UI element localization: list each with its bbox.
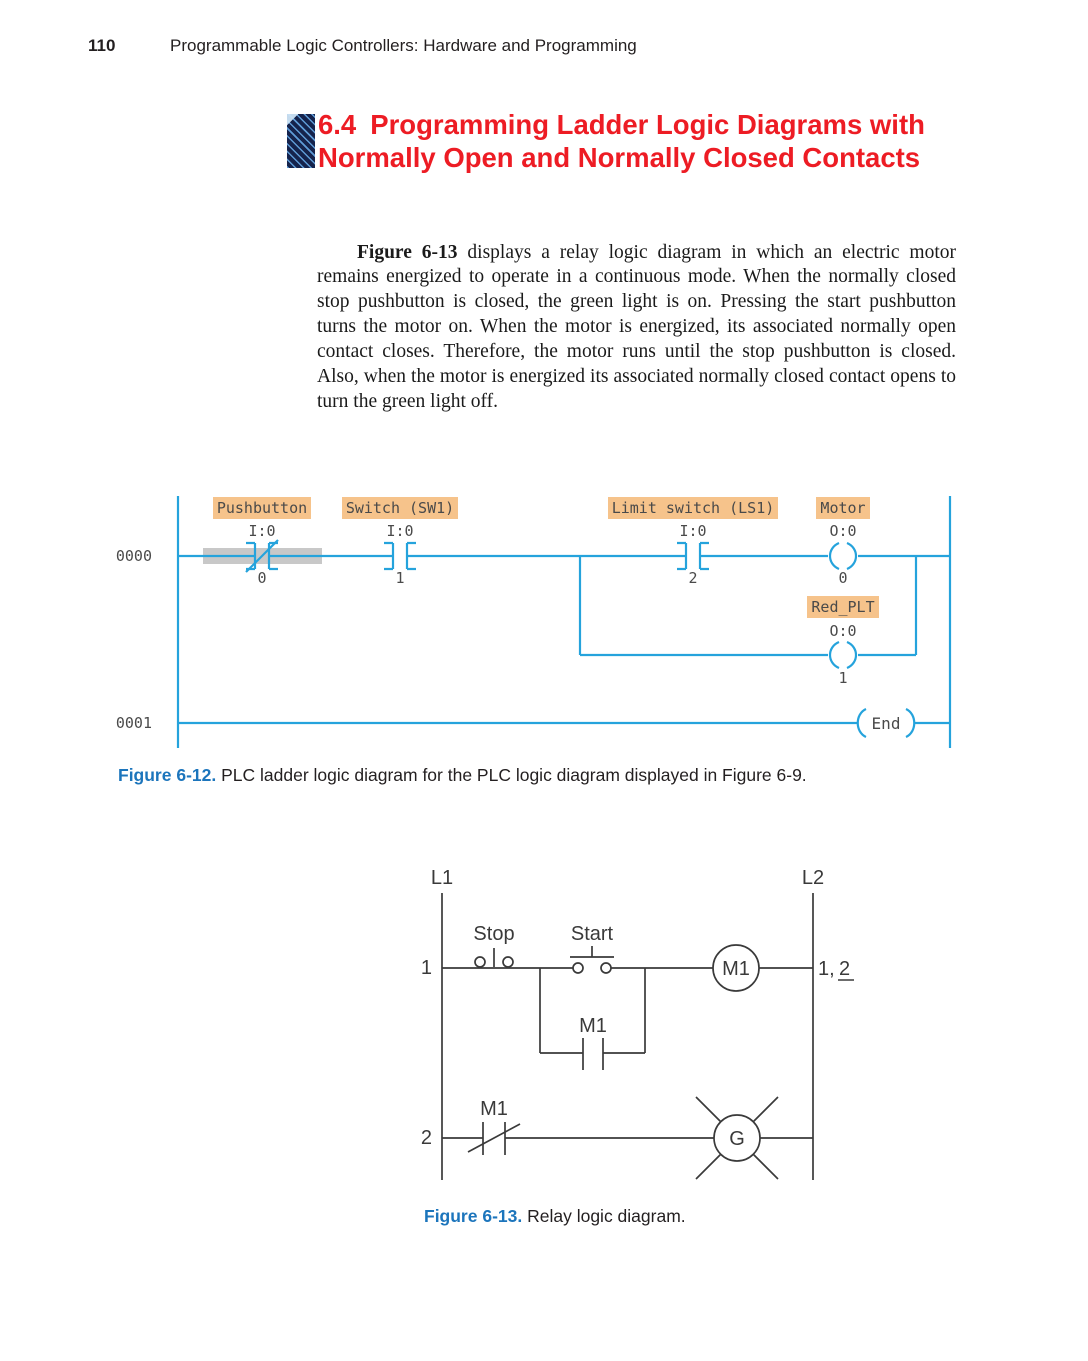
figure-6-13-caption-label: Figure 6-13.	[424, 1206, 523, 1226]
paragraph-text: displays a relay logic diagram in which …	[317, 241, 956, 412]
m1-coil-label: M1	[722, 958, 750, 980]
plc-ladder-diagram: 0000 0001 Pushbutton I:0 0 Switch (SW1) …	[116, 496, 952, 748]
stop-label: Stop	[473, 923, 514, 945]
pilot-light-label: G	[729, 1128, 745, 1150]
label-switch: Switch (SW1)	[346, 499, 454, 517]
figure-6-12-caption-label: Figure 6-12.	[118, 765, 217, 785]
label-bg-limit-switch	[608, 497, 778, 519]
m1-nc-contact	[467, 1122, 521, 1155]
green-pilot-light	[695, 1096, 779, 1180]
seal-in-branch-verticals	[539, 968, 646, 1053]
label-bg-pushbutton	[213, 497, 311, 519]
seal-in-m1-label: M1	[579, 1015, 607, 1037]
start-label: Start	[571, 923, 614, 945]
section-number: 6.4	[318, 109, 357, 140]
m1-nc-label: M1	[480, 1098, 508, 1120]
address-switch: I:0	[386, 522, 413, 540]
figure-reference: Figure 6-13	[357, 241, 458, 263]
ladder-wiring	[176, 496, 952, 748]
label-motor: Motor	[820, 499, 865, 517]
no-contact-switch	[384, 541, 416, 571]
address-pushbutton: I:0	[248, 522, 275, 540]
section-title: Programming Ladder Logic Diagrams with N…	[318, 109, 925, 173]
rung1-number: 1	[421, 957, 432, 979]
figure-6-12-caption-text: PLC ladder logic diagram for the PLC log…	[216, 765, 807, 785]
label-highlights	[213, 497, 879, 618]
figure-6-13-caption-text: Relay logic diagram.	[522, 1206, 686, 1226]
wire-ref-part1: 1,	[818, 958, 835, 980]
bit-limit-switch: 2	[688, 569, 697, 587]
label-bg-switch	[342, 497, 458, 519]
bit-motor: 0	[838, 569, 847, 587]
m1-coil-circle	[712, 944, 760, 992]
m1-no-contact	[582, 1038, 604, 1070]
figure-6-12-caption: Figure 6-12. PLC ladder logic diagram fo…	[118, 765, 807, 786]
l1-label: L1	[431, 867, 453, 889]
bit-pushbutton: 0	[257, 569, 266, 587]
relay-wiring	[441, 893, 854, 1180]
coil-red-plt	[828, 640, 858, 670]
coil-motor	[828, 541, 858, 571]
running-head: Programmable Logic Controllers: Hardware…	[170, 36, 637, 55]
nc-contact-pushbutton	[245, 539, 279, 573]
label-bg-red-plt	[807, 596, 879, 618]
bit-switch: 1	[395, 569, 404, 587]
end-instruction-oval	[856, 707, 916, 739]
stop-pushbutton-nc	[474, 948, 514, 968]
relay-logic-diagram: L1 L2 1 Stop Start M1 1, 2 M1 2 M1 G	[421, 867, 854, 1180]
wire-ref-part2: 2	[839, 958, 850, 980]
no-contact-limit-switch	[677, 541, 709, 571]
figure-6-13-caption: Figure 6-13. Relay logic diagram.	[424, 1206, 686, 1227]
start-pushbutton-no	[570, 946, 614, 974]
bit-red-plt: 1	[838, 669, 847, 687]
label-bg-motor	[816, 497, 870, 519]
address-red-plt: O:0	[829, 622, 856, 640]
address-motor: O:0	[829, 522, 856, 540]
label-pushbutton: Pushbutton	[217, 499, 307, 517]
end-instruction-label: End	[872, 714, 901, 733]
rung-number-0001: 0001	[116, 714, 152, 732]
body-paragraph: Figure 6-13 displays a relay logic diagr…	[317, 241, 956, 415]
address-limit-switch: I:0	[679, 522, 706, 540]
circuit-board-icon	[287, 114, 315, 168]
page-number: 110	[88, 36, 116, 55]
rung-number-0000: 0000	[116, 547, 152, 565]
rung2-number: 2	[421, 1127, 432, 1149]
label-red-plt: Red_PLT	[811, 598, 874, 616]
label-limit-switch: Limit switch (LS1)	[612, 499, 775, 517]
l2-label: L2	[802, 867, 824, 889]
